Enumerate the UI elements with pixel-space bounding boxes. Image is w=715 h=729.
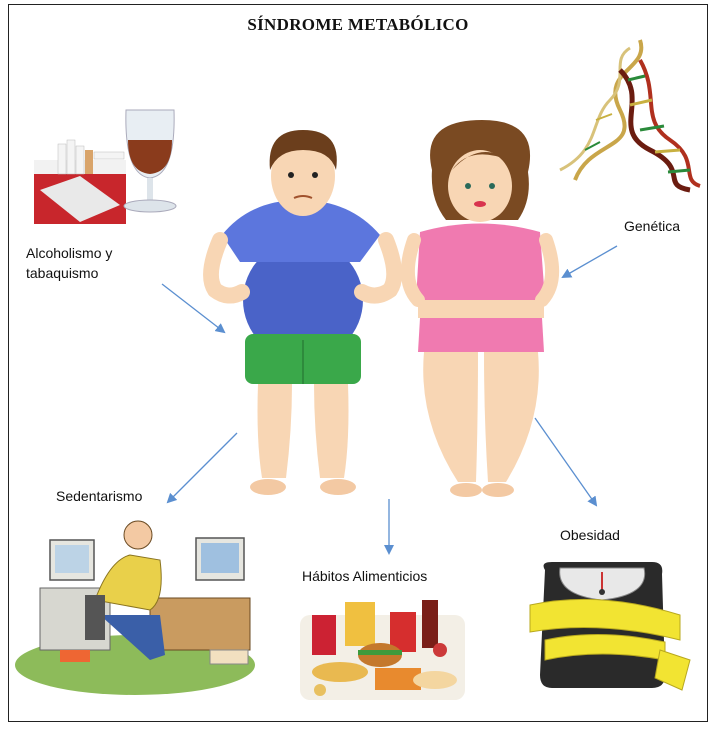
label-habitos: Hábitos Alimenticios	[302, 566, 427, 586]
label-sedentarismo: Sedentarismo	[56, 486, 142, 506]
cigarettes-and-glass-icon	[34, 110, 176, 224]
junk-food-icon	[300, 600, 465, 700]
arrow-sedentarismo	[168, 433, 237, 502]
label-genetica: Genética	[624, 216, 680, 236]
man-figure	[211, 130, 394, 495]
label-alcoholismo-line2: tabaquismo	[26, 263, 112, 283]
label-alcoholismo-line1: Alcoholismo y	[26, 243, 112, 263]
scale-with-tape-icon	[530, 562, 690, 690]
arrow-genetica	[563, 246, 617, 277]
label-alcoholismo: Alcoholismo y tabaquismo	[26, 243, 112, 283]
woman-figure	[408, 120, 552, 497]
office-worker-icon	[15, 521, 255, 695]
label-obesidad: Obesidad	[560, 525, 620, 545]
dna-icon	[560, 40, 700, 190]
arrow-obesidad	[535, 418, 596, 505]
